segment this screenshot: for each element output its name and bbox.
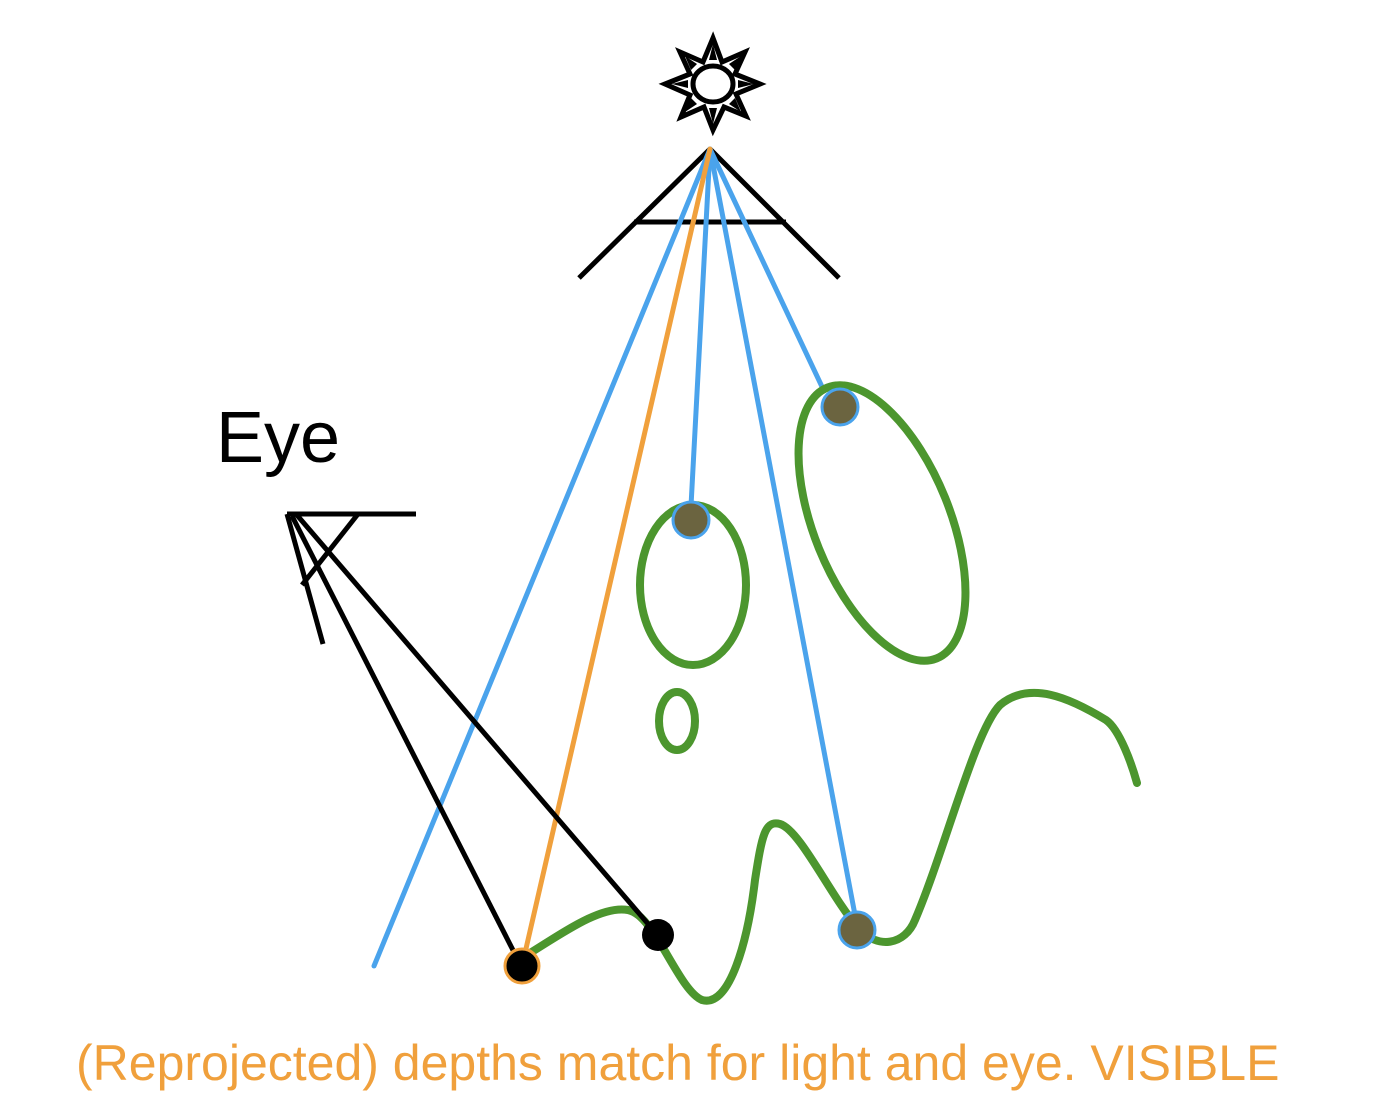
light-ray [707,146,858,918]
sun-icon [658,31,767,137]
sample-point [837,910,877,950]
sample-point [671,500,711,540]
eye-camera [284,511,416,645]
scene-geometry [518,381,1141,1005]
light-ray [707,146,827,394]
caption: (Reprojected) depths match for light and… [76,1035,1280,1091]
ground-curve [518,688,1141,1005]
eye-label: Eye [216,398,341,478]
matched-light-ray [519,146,713,969]
tilted-ellipse [794,381,970,665]
sample-point [820,387,860,427]
matched-point [503,947,541,985]
tiny-ellipse [655,688,699,754]
eye-ray [294,512,657,934]
eye-point [642,919,674,951]
eye-sample-points [503,919,674,985]
eye-ray [289,514,521,962]
light-ray [371,146,713,969]
light-rays [371,146,858,969]
light-sample-points [671,387,877,950]
light-camera [577,147,841,280]
light-ray [688,146,713,509]
eye-rays [289,512,657,962]
